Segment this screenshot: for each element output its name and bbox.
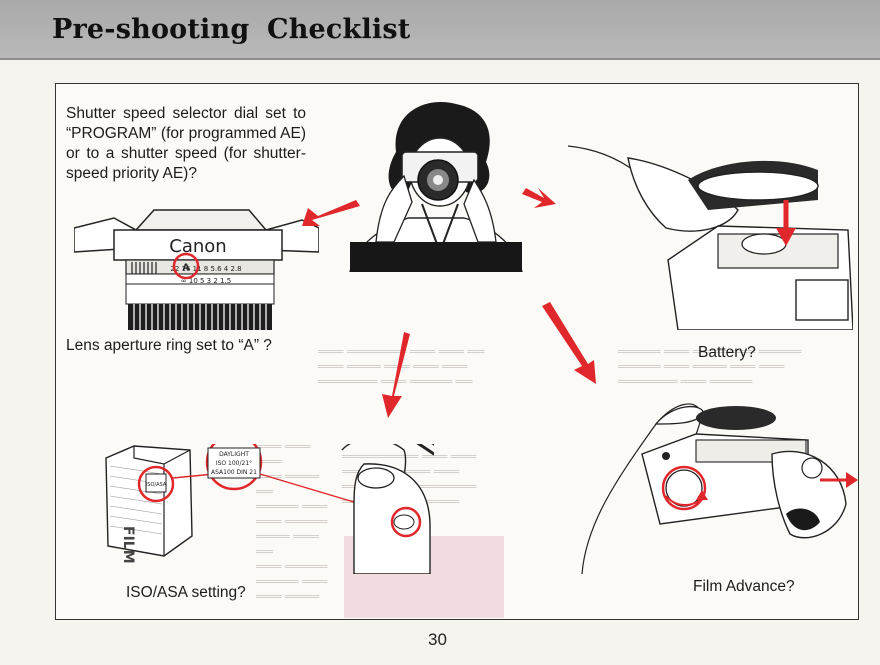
film-box-label: FILM	[120, 526, 136, 564]
iso-tag-zoom-circle	[205, 444, 263, 491]
aperture-highlight-circle	[172, 252, 200, 280]
aperture-scale-text: 22 16 11 8 5.6 4 2.8	[170, 265, 241, 273]
iso-asa-illustration: FILM ISO/ASA DAYLIGHT ISO 100/21° ASA100…	[105, 444, 434, 574]
iso-asa-caption: ISO/ASA setting?	[126, 584, 246, 601]
shutter-speed-caption: Shutter speed selector dial set to “PROG…	[66, 105, 306, 182]
lens-aperture-caption: Lens aperture ring set to “A” ?	[66, 337, 272, 354]
arrows-overlay	[302, 188, 596, 418]
arrow-to-battery	[522, 188, 556, 208]
iso-highlight-circle	[137, 465, 175, 503]
bleed-through-text: ═════ ═══ ════ ═══ ══════════ ═══ ════ ═…	[618, 344, 802, 388]
page-title: Pre-shooting Checklist	[52, 14, 411, 45]
lens-aperture-illustration: Canon 22 16 11 8 5.6 4 2.8 ∞ 10 5 3 2 1.…	[74, 209, 319, 330]
header-band	[0, 0, 880, 60]
film-tag-line: DAYLIGHT	[219, 451, 249, 458]
arrow-to-iso	[382, 332, 410, 418]
photographer-illustration	[349, 102, 523, 272]
bleed-through-text: ═══ ═══════ ═══ ═══ ═════ ════ ═══ ═══ ═…	[318, 344, 485, 388]
arrow-to-film-advance	[542, 302, 596, 384]
battery-caption: Battery?	[698, 344, 756, 361]
camera-brand-text: Canon	[169, 236, 226, 257]
iso-dial-highlight-circle	[390, 506, 422, 538]
battery-illustration	[568, 145, 853, 330]
film-tag-line: ASA100 DIN 21	[211, 469, 257, 476]
film-tag-line: ISO 100/21°	[216, 460, 252, 467]
rewind-knob-highlight-circle	[661, 465, 707, 511]
film-advance-illustration	[581, 403, 858, 574]
checklist-frame: ═══ ═══════ ═══ ═══ ═════ ════ ═══ ═══ ═…	[55, 83, 859, 620]
film-box-tag: ISO/ASA	[146, 482, 167, 488]
bleed-through-text: ═══ ═══ ══════ ════ ═══════ ══════ ═════…	[256, 439, 328, 603]
film-advance-caption: Film Advance?	[693, 578, 795, 595]
aperture-a-mark: A	[183, 263, 190, 273]
distance-scale-text: ∞ 10 5 3 2 1.5	[181, 277, 231, 285]
page-number: 30	[428, 630, 447, 649]
arrow-to-lens	[302, 200, 360, 226]
